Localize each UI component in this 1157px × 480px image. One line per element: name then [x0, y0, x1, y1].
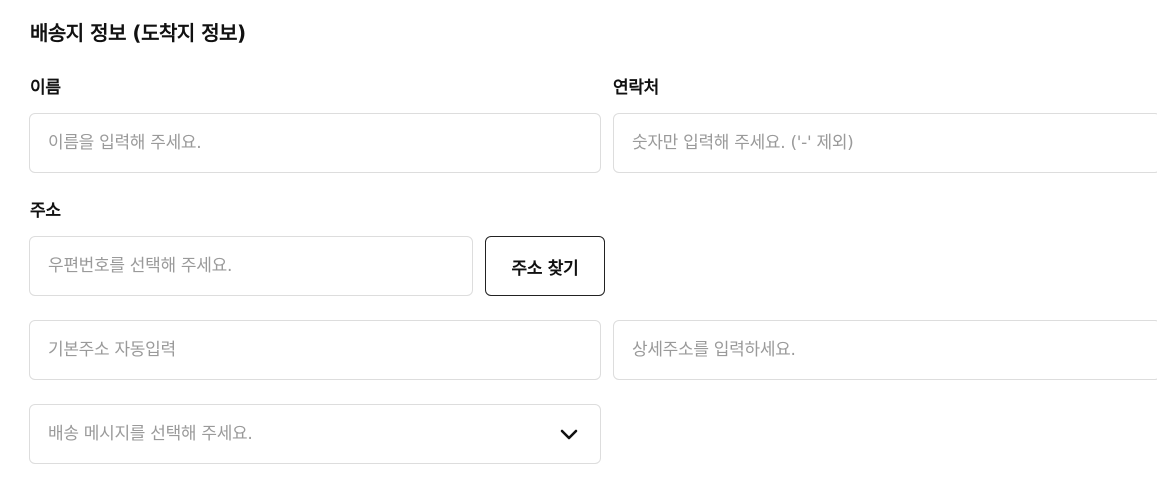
detail-address-input[interactable] — [613, 320, 1157, 380]
postcode-input[interactable] — [29, 236, 473, 296]
base-address-input[interactable] — [29, 320, 601, 380]
address-label: 주소 — [30, 201, 61, 221]
name-label: 이름 — [30, 78, 61, 98]
name-input[interactable] — [29, 113, 601, 173]
phone-input[interactable] — [613, 113, 1157, 173]
delivery-message-select[interactable]: 배송 메시지를 선택해 주세요. — [29, 404, 601, 464]
phone-label: 연락처 — [613, 78, 660, 98]
chevron-down-icon — [558, 424, 580, 446]
find-address-button[interactable]: 주소 찾기 — [485, 236, 605, 296]
section-title: 배송지 정보 (도착지 정보) — [30, 21, 246, 45]
delivery-message-selected: 배송 메시지를 선택해 주세요. — [48, 424, 253, 444]
